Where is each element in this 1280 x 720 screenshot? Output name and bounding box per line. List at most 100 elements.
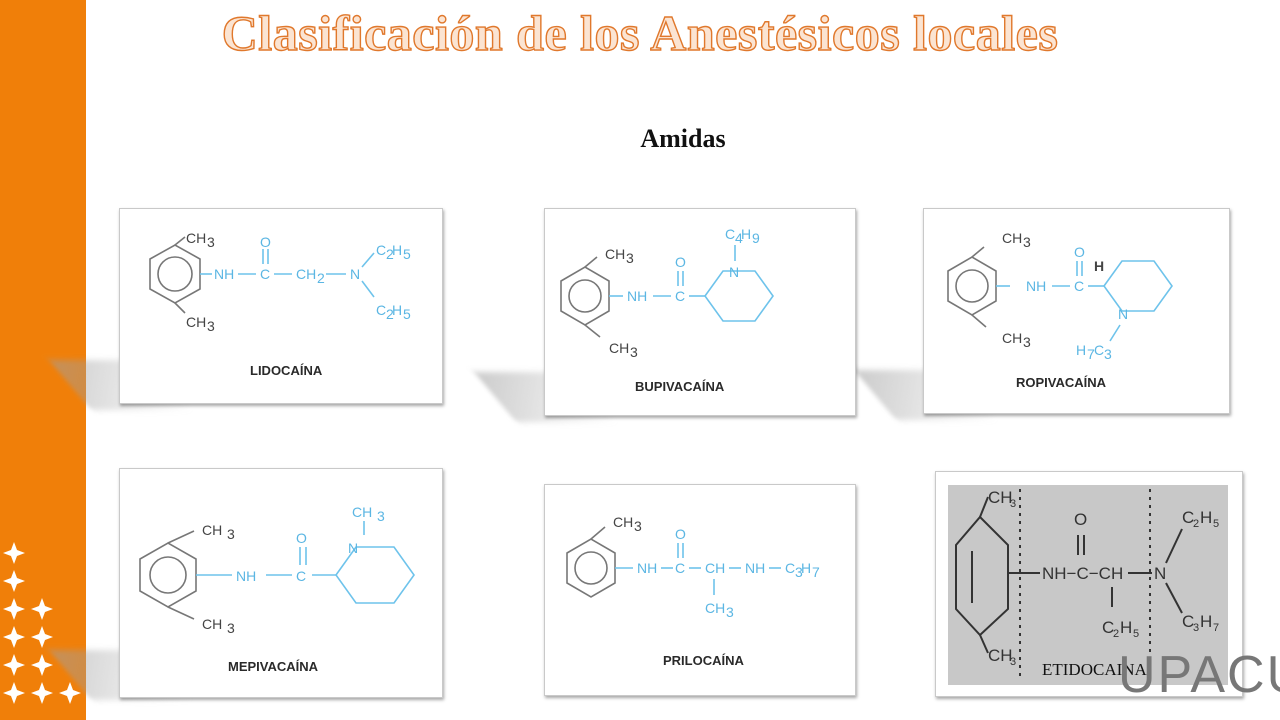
svg-text:3: 3 [1010,498,1016,510]
svg-text:O: O [260,234,271,250]
svg-text:NH: NH [1026,278,1046,294]
svg-text:H: H [1200,612,1212,631]
svg-text:C: C [675,288,685,304]
svg-text:3: 3 [1104,346,1112,362]
svg-text:N: N [729,264,739,280]
svg-text:C: C [1102,618,1114,637]
svg-text:CH: CH [705,560,725,576]
svg-text:NH−C−CH: NH−C−CH [1042,564,1123,583]
svg-text:3: 3 [207,234,215,250]
svg-text:3: 3 [1010,656,1016,668]
svg-text:C: C [376,242,386,258]
svg-text:C: C [725,226,735,242]
svg-text:2: 2 [317,270,325,286]
svg-text:3: 3 [1023,234,1031,250]
svg-text:4: 4 [735,230,743,246]
svg-text:CH: CH [186,314,206,330]
svg-text:CH: CH [705,600,725,616]
svg-text:N: N [348,540,358,556]
svg-text:N: N [1154,564,1166,583]
slide-title: Clasificación de los Anestésicos locales [221,4,1059,61]
svg-text:3: 3 [634,518,642,534]
svg-text:3: 3 [377,508,385,524]
svg-text:C: C [1182,612,1194,631]
svg-text:7: 7 [1213,622,1219,634]
svg-text:C: C [1182,508,1194,527]
svg-text:3: 3 [207,318,215,334]
svg-text:N: N [1118,306,1128,322]
svg-text:7: 7 [1087,346,1095,362]
svg-text:H: H [1200,508,1212,527]
ropivacaina-caption: ROPIVACAÍNA [1016,375,1107,390]
svg-text:H: H [1076,342,1086,358]
svg-text:O: O [296,530,307,546]
svg-text:C: C [376,302,386,318]
svg-text:2: 2 [1113,628,1119,640]
svg-text:NH: NH [745,560,765,576]
svg-text:CH: CH [186,230,206,246]
svg-text:5: 5 [1213,518,1219,530]
institution-logo: UPACU [1118,646,1280,704]
svg-text:C: C [1074,278,1084,294]
svg-text:C: C [260,266,270,282]
bupivacaina-caption: BUPIVACAÍNA [635,379,725,394]
svg-text:NH: NH [214,266,234,282]
svg-text:O: O [675,254,686,270]
svg-text:CH: CH [202,616,222,632]
lidocaina-caption: LIDOCAÍNA [250,363,323,378]
svg-text:C: C [785,560,795,576]
svg-text:CH: CH [988,646,1013,665]
svg-text:2: 2 [1193,518,1199,530]
mepivacaina-caption: MEPIVACAÍNA [228,659,319,674]
svg-text:NH: NH [627,288,647,304]
svg-text:CH: CH [202,522,222,538]
svg-text:H: H [741,226,751,242]
svg-text:3: 3 [227,526,235,542]
svg-text:2: 2 [386,246,394,262]
svg-text:CH: CH [1002,230,1022,246]
svg-text:C: C [1094,342,1104,358]
svg-text:C: C [296,568,306,584]
svg-text:H: H [392,302,402,318]
svg-text:CH: CH [296,266,316,282]
svg-text:5: 5 [1133,628,1139,640]
svg-text:H: H [1120,618,1132,637]
svg-text:O: O [1074,510,1087,529]
svg-text:NH: NH [236,568,256,584]
etidocaina-caption: ETIDOCAINA [1042,660,1147,679]
svg-text:3: 3 [626,250,634,266]
svg-text:CH: CH [988,488,1013,507]
svg-text:H: H [801,560,811,576]
svg-text:3: 3 [1023,334,1031,350]
svg-text:3: 3 [795,564,803,580]
svg-text:3: 3 [1193,622,1199,634]
svg-text:CH: CH [1002,330,1022,346]
svg-text:2: 2 [386,306,394,322]
svg-text:3: 3 [726,604,734,620]
svg-text:CH: CH [352,504,372,520]
svg-text:CH: CH [613,514,633,530]
svg-text:C: C [675,560,685,576]
svg-text:CH: CH [609,340,629,356]
svg-text:NH: NH [637,560,657,576]
svg-text:5: 5 [403,246,411,262]
slide-subtitle: Amidas [640,124,726,153]
svg-text:9: 9 [752,230,760,246]
sparkle-decoration-icon [3,542,81,704]
svg-text:N: N [350,266,360,282]
svg-text:3: 3 [630,344,638,360]
svg-text:H: H [1094,258,1104,274]
svg-text:7: 7 [812,564,820,580]
prilocaina-caption: PRILOCAÍNA [663,653,745,668]
